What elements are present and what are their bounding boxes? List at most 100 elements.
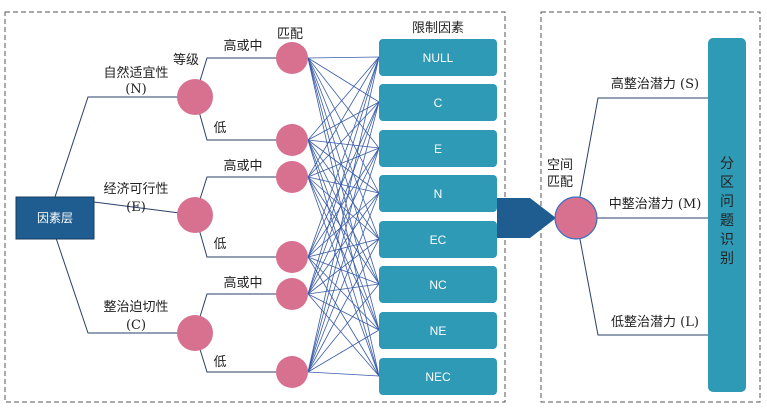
space-match-label-2: 匹配: [547, 175, 573, 190]
limiting-factors-title: 限制因素: [412, 21, 464, 36]
match-line: [307, 192, 380, 373]
match-line: [307, 192, 380, 295]
match-line: [307, 139, 380, 240]
match-line: [307, 283, 380, 373]
match-line: [307, 57, 380, 240]
match-line: [307, 371, 380, 377]
match-line: [307, 176, 380, 285]
match-line: [307, 57, 380, 331]
factor-e-code: (E): [126, 200, 146, 215]
match-line: [307, 147, 380, 373]
factor-c-name: 整治迫切性: [103, 300, 168, 315]
match-line: [307, 57, 380, 285]
limit-box-nec: NEC: [379, 358, 497, 395]
limit-box-ec: EC: [379, 221, 497, 258]
match-line: [307, 139, 380, 331]
e-high-label: 高或中: [223, 158, 262, 174]
zoning-issue-char: 区: [720, 175, 734, 191]
c-high-node: [276, 278, 308, 310]
c-high-label: 高或中: [223, 275, 262, 291]
factor-c-node: [177, 315, 213, 351]
match-line: [307, 56, 380, 295]
n-high-label: 高或中: [223, 38, 262, 54]
c-low-label: 低: [213, 355, 226, 370]
match-line: [307, 57, 380, 194]
factor-n-name: 自然适宜性: [103, 65, 168, 81]
space-match-node: [554, 196, 598, 240]
limit-box-null-label: NULL: [423, 51, 454, 65]
left-frame: [4, 11, 506, 403]
limit-box-n-label: N: [434, 187, 443, 201]
match-line: [307, 256, 380, 377]
zoning-issue-bar: [708, 38, 746, 392]
e-low-node: [276, 241, 308, 273]
match-line: [307, 101, 380, 258]
match-line: [307, 147, 380, 178]
n-high-node: [276, 42, 308, 74]
potential-branches: [575, 97, 710, 336]
match-line: [307, 176, 380, 240]
flow-arrow: [497, 198, 556, 238]
factor-layer-box: [15, 196, 95, 240]
limit-box-ne: NE: [379, 312, 497, 349]
match-line: [307, 238, 380, 373]
potential-low-label: 低整治潜力 (L): [611, 315, 699, 330]
limit-box-null: NULL: [379, 39, 497, 76]
match-line: [307, 176, 380, 377]
match-line: [307, 176, 380, 194]
limit-box-e: E: [379, 130, 497, 167]
factor-n-node: [177, 79, 213, 115]
space-match-label-1: 空间: [547, 158, 573, 173]
match-line: [307, 192, 380, 258]
match-line: [307, 293, 380, 377]
e-high-node: [276, 161, 308, 193]
zoning-issue-char: 识: [720, 232, 734, 248]
match-line: [307, 176, 380, 331]
match-line: [307, 283, 380, 295]
limit-box-c-label: C: [434, 96, 443, 110]
match-line: [307, 147, 380, 258]
match-line: [307, 101, 380, 295]
limit-box-c: C: [379, 84, 497, 121]
match-line: [307, 56, 380, 59]
match-line: [307, 56, 380, 141]
match-line: [307, 293, 380, 331]
match-line: [307, 329, 380, 373]
match-line: [307, 57, 380, 377]
match-line: [307, 56, 380, 178]
factor-c-code: (C): [126, 318, 146, 333]
limit-box-ne-label: NE: [430, 324, 447, 338]
zoning-issue-char: 别: [720, 251, 734, 267]
zoning-issue-char: 分: [720, 156, 734, 172]
match-line: [307, 56, 380, 258]
limit-box-nec-label: NEC: [425, 370, 451, 384]
factor-e-node: [177, 197, 213, 233]
n-low-node: [276, 124, 308, 156]
match-line: [307, 57, 380, 103]
n-low-label: 低: [213, 121, 226, 136]
c-low-node: [276, 356, 308, 388]
limit-box-e-label: E: [434, 142, 442, 156]
potential-high-label: 高整治潜力 (S): [611, 76, 699, 92]
limit-box-n: N: [379, 175, 497, 212]
factor-layer-label: 因素层: [37, 211, 73, 225]
match-line: [307, 56, 380, 373]
zoning-issue-char: 问: [720, 194, 734, 210]
level-label: 等级: [173, 52, 199, 68]
match-label: 匹配: [277, 27, 303, 42]
match-line: [307, 147, 380, 295]
potential-mid-label: 中整治潜力 (M): [609, 197, 702, 212]
factor-e-name: 经济可行性: [103, 182, 168, 197]
limit-box-nc-label: NC: [429, 278, 447, 292]
limit-box-nc: NC: [379, 266, 497, 303]
match-line: [307, 101, 380, 178]
match-lines: [307, 56, 380, 377]
zoning-issue-label: 分区问题识别: [720, 156, 734, 267]
limit-box-ec-label: EC: [430, 233, 447, 247]
match-line: [307, 101, 380, 373]
e-low-label: 低: [213, 237, 226, 252]
match-line: [307, 238, 380, 295]
zoning-issue-char: 题: [720, 213, 734, 229]
